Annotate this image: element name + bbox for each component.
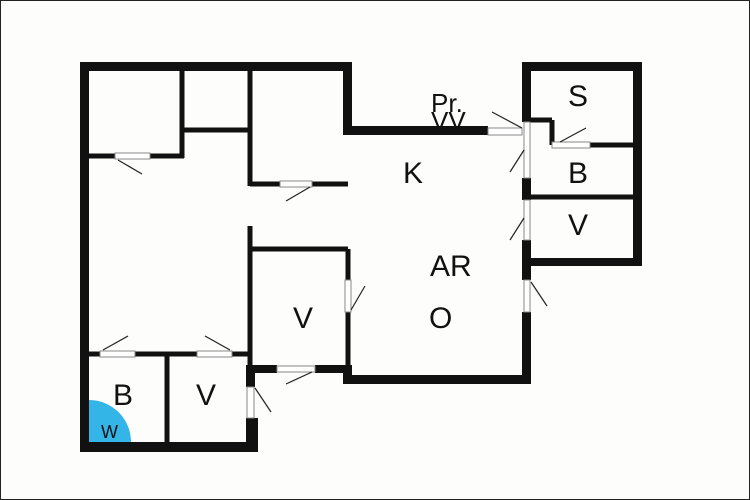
door-leaf-b-right	[559, 127, 587, 143]
door-leaf-bath	[102, 335, 129, 351]
wall-right-bottom	[522, 258, 642, 266]
wall-entry-right	[315, 365, 352, 373]
door-gap-right-1	[523, 121, 531, 179]
door-gap-bath	[99, 350, 136, 358]
door-gap-right-2	[523, 199, 531, 241]
door-leaf-right-1	[509, 149, 525, 173]
room-label-o: O	[429, 302, 452, 335]
wall-right-inner-low	[522, 240, 531, 280]
door-gap-right-3	[523, 279, 531, 313]
wall-top-middle	[343, 126, 488, 135]
wall-right-inner-mid	[522, 178, 531, 200]
door-leaf-v-bottom	[204, 335, 231, 351]
door-gap-room3	[279, 180, 313, 188]
room-label-pr: Pr.	[431, 88, 463, 118]
door-gap-v-bottom	[196, 350, 233, 358]
washer-label: W	[101, 422, 118, 442]
wall-left-outer	[80, 62, 89, 452]
room-label-b-bottom: B	[113, 379, 133, 412]
room-label-s: S	[568, 80, 588, 113]
room-label-ar: AR	[430, 250, 472, 283]
door-gap-top	[487, 127, 523, 136]
wall-right-inner-bottom	[522, 312, 531, 384]
door-gap-entry-top	[276, 365, 316, 373]
wall-entry-top	[255, 365, 277, 373]
wall-entry-bottom	[246, 418, 258, 452]
door-leaf-entry-top	[285, 371, 313, 385]
door-leaf-room1	[117, 159, 143, 175]
room-label-k: K	[403, 157, 423, 190]
room-label-v-center: V	[293, 302, 313, 335]
wall-left-top	[80, 62, 352, 71]
door-gap-room1	[114, 152, 151, 160]
wall-block-right	[343, 62, 352, 135]
wall-right-inner-top	[522, 62, 531, 122]
door-leaf-entry-side	[254, 387, 272, 413]
wall-bottom-left	[80, 442, 258, 452]
wall-main-bottom	[343, 375, 531, 384]
room-label-v-bottom: V	[196, 379, 216, 412]
wall-right-outer	[633, 62, 642, 266]
door-gap-v-closet	[344, 279, 352, 313]
washer-symbol	[89, 400, 131, 442]
door-leaf-top	[491, 111, 523, 129]
wall-right-top	[522, 62, 642, 71]
room-label-b-right: B	[568, 157, 588, 190]
wall-entry-left	[246, 365, 255, 387]
door-gap-b-right	[551, 141, 591, 149]
door-gap-entry-side	[246, 386, 255, 419]
door-leaf-room3	[285, 186, 311, 202]
room-label-vv: VV	[431, 106, 466, 136]
door-leaf-right-2	[509, 217, 525, 241]
door-leaf-right-3	[530, 281, 548, 307]
wall-entry-right-post	[343, 365, 352, 384]
room-label-v-right: V	[568, 209, 588, 242]
door-leaf-v-closet	[350, 285, 366, 311]
